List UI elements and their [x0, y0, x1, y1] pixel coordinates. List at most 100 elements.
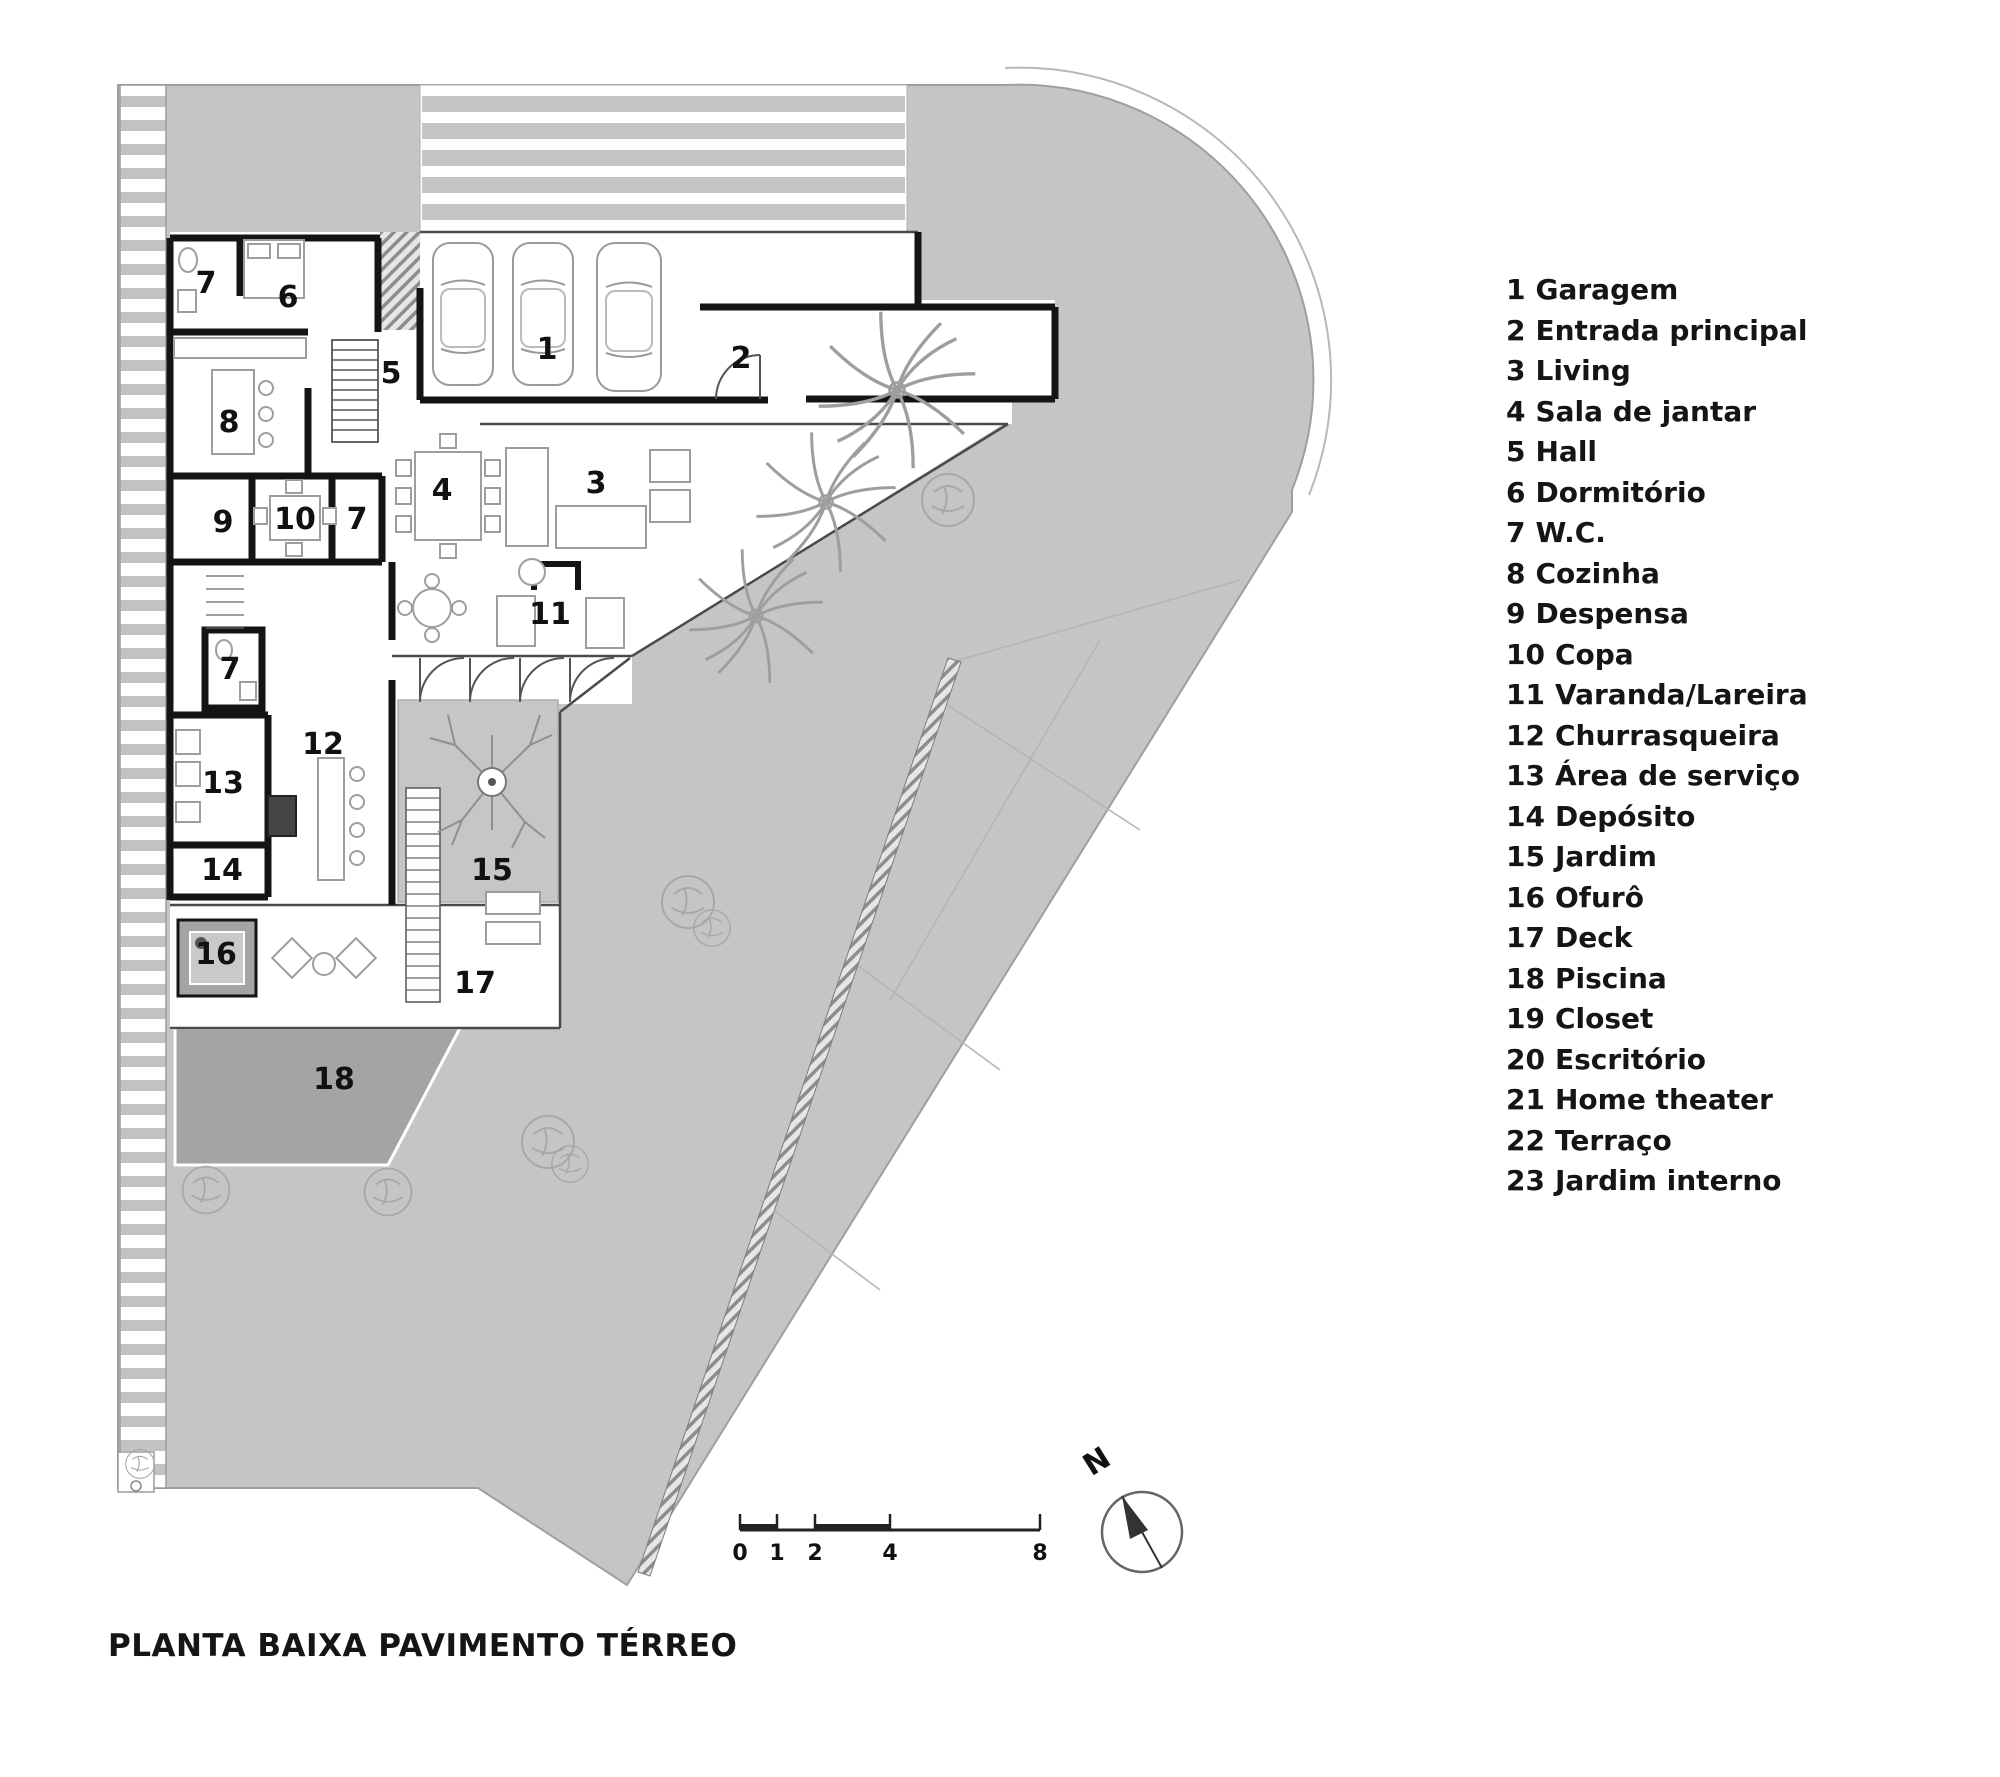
legend-item: 23 Jardim interno	[1506, 1161, 1808, 1202]
legend-item-label: Escritório	[1554, 1042, 1707, 1076]
scale-tick-label: 1	[769, 1541, 784, 1566]
diagonal-retaining-wall	[637, 657, 962, 1577]
scale-bar: 0 1 2 4 8	[732, 1514, 1048, 1566]
room-label: 2	[731, 341, 752, 376]
room-label: 18	[313, 1062, 355, 1097]
legend-item-label: Jardim	[1554, 840, 1657, 873]
paving-joint-lines	[759, 579, 1241, 1291]
room-label: 16	[195, 937, 237, 972]
legend-item-number: 10	[1506, 637, 1545, 671]
garden-tree-icon	[429, 714, 553, 849]
room-label: 17	[454, 966, 496, 1001]
legend-item-label: Copa	[1554, 637, 1634, 671]
garage-cars	[432, 242, 662, 392]
scale-tick-label: 4	[882, 1541, 897, 1566]
perimeter-wall-hatch	[119, 84, 167, 1489]
legend-item: 14 Depósito	[1506, 797, 1808, 838]
legend-item: 13 Área de serviço	[1506, 756, 1808, 797]
legend-item-number: 22	[1506, 1123, 1545, 1157]
driveway-paving	[419, 84, 908, 233]
house-footprint	[170, 232, 1055, 1030]
legend-item-label: Despensa	[1535, 597, 1689, 630]
legend-item: 2 Entrada principal	[1506, 311, 1808, 352]
legend-item-label: Jardim interno	[1554, 1164, 1782, 1197]
property-line-curve	[1004, 66, 1333, 496]
room-label: 13	[202, 766, 244, 801]
legend-item-label: Dormitório	[1535, 475, 1706, 509]
legend-item-label: Churrasqueira	[1554, 718, 1780, 752]
legend-item-label: Depósito	[1554, 799, 1696, 833]
room-label: 5	[381, 356, 402, 391]
legend-item: 18 Piscina	[1506, 959, 1808, 1000]
room-label: 10	[274, 502, 316, 537]
legend-item-label: Entrada principal	[1535, 313, 1808, 347]
legend-item-label: Piscina	[1554, 961, 1667, 995]
legend-item: 10 Copa	[1506, 635, 1808, 676]
legend-item-number: 15	[1506, 840, 1545, 873]
legend-item-label: Terraço	[1554, 1123, 1672, 1157]
legend-item-number: 6	[1506, 475, 1526, 509]
legend-item-number: 23	[1506, 1164, 1545, 1197]
legend-item-number: 11	[1506, 678, 1545, 711]
room-label: 7	[220, 652, 241, 687]
scale-tick-label: 8	[1032, 1541, 1047, 1566]
plan-title: PLANTA BAIXA PAVIMENTO TÉRREO	[108, 1628, 738, 1664]
legend-item: 21 Home theater	[1506, 1080, 1808, 1121]
legend-item: 1 Garagem	[1506, 270, 1808, 311]
legend-item-label: Sala de jantar	[1535, 394, 1757, 428]
legend-item: 6 Dormitório	[1506, 473, 1808, 514]
room-label: 6	[278, 280, 299, 315]
scale-tick-label: 2	[807, 1541, 822, 1566]
legend-item-number: 19	[1506, 1002, 1545, 1035]
room-label: 12	[302, 727, 344, 762]
furniture	[173, 239, 691, 980]
legend-item: 22 Terraço	[1506, 1121, 1808, 1162]
legend-item-label: Deck	[1554, 921, 1633, 954]
legend-item-label: Garagem	[1535, 273, 1679, 306]
room-label: 9	[213, 505, 234, 540]
door-swings	[419, 354, 761, 703]
legend-item-number: 14	[1506, 799, 1545, 833]
legend-item-number: 16	[1506, 880, 1545, 914]
legend-item-number: 8	[1506, 556, 1526, 590]
legend-item: 12 Churrasqueira	[1506, 716, 1808, 757]
room-labels: 7 6 5 1 2 8 4 3 9 10 7 11 7 12 13 14 15 …	[195, 266, 751, 1097]
legend-item-number: 12	[1506, 718, 1545, 752]
legend-item-number: 21	[1506, 1083, 1545, 1116]
room-label: 11	[529, 597, 571, 632]
structural-walls	[166, 232, 1059, 905]
stairs	[206, 339, 441, 1003]
legend-item-number: 13	[1506, 759, 1545, 792]
legend-item: 17 Deck	[1506, 918, 1808, 959]
legend-item-number: 2	[1506, 313, 1526, 347]
room-label: 1	[537, 332, 558, 367]
room-label: 4	[432, 473, 453, 508]
room-label: 8	[219, 405, 240, 440]
ofuro-tub	[176, 918, 258, 998]
legend-item-number: 3	[1506, 354, 1526, 387]
legend-item-number: 20	[1506, 1042, 1545, 1076]
legend-item-number: 9	[1506, 597, 1526, 630]
legend-item-label: Varanda/Lareira	[1554, 678, 1808, 711]
thin-walls	[170, 230, 1009, 1030]
legend-item-number: 5	[1506, 435, 1526, 468]
legend-item-label: Closet	[1554, 1002, 1654, 1035]
legend-item-label: Área de serviço	[1554, 759, 1801, 792]
scale-tick-label: 0	[732, 1541, 747, 1566]
legend-item-number: 1	[1506, 273, 1526, 306]
legend-item-label: Living	[1535, 354, 1631, 387]
legend-item: 3 Living	[1506, 351, 1808, 392]
legend-item-label: Home theater	[1554, 1083, 1773, 1116]
car-icon	[596, 242, 662, 392]
legend-item-number: 18	[1506, 961, 1545, 995]
car-icon	[432, 242, 494, 386]
legend-item-number: 17	[1506, 921, 1545, 954]
